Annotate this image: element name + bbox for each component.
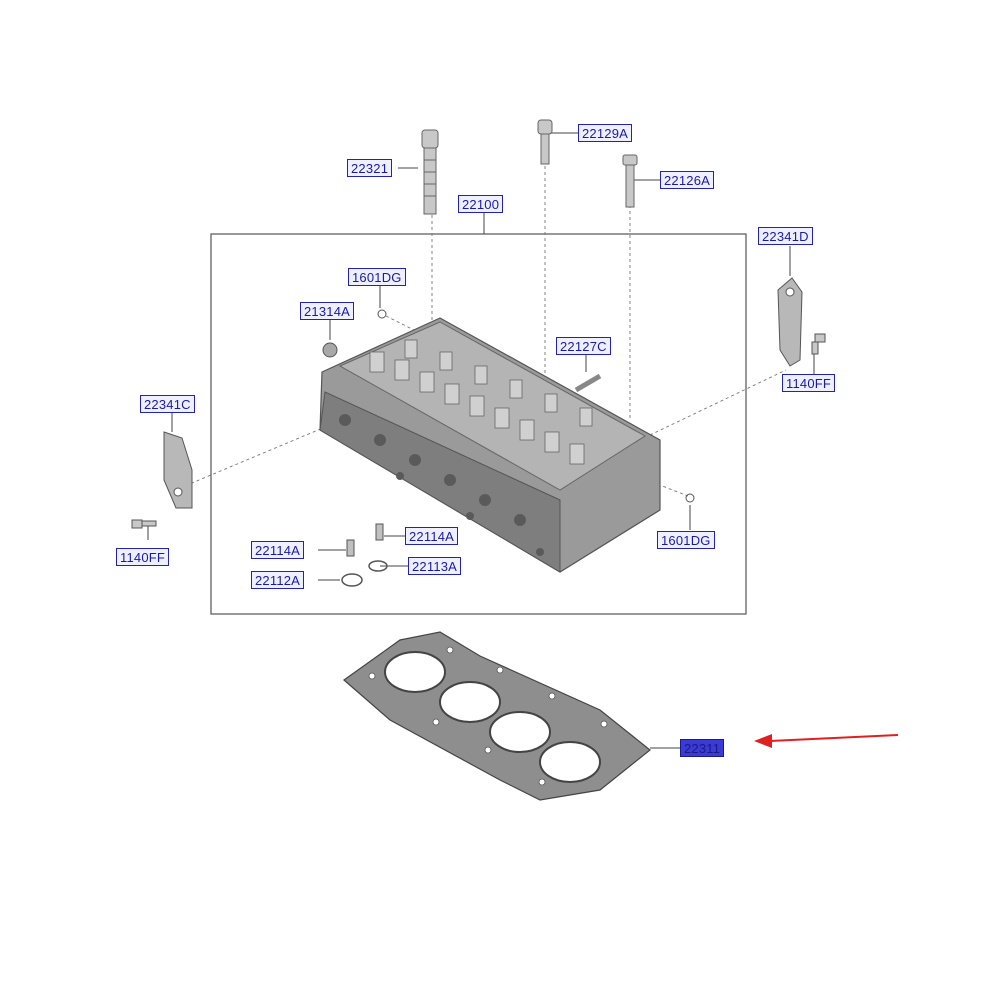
bolt-22129a bbox=[537, 119, 553, 165]
ring-1601dg-bottom bbox=[685, 493, 695, 503]
callout-1140ff-right[interactable]: 1140FF bbox=[782, 374, 836, 392]
callout-22100[interactable]: 22100 bbox=[458, 195, 504, 213]
dowel-22114a-right bbox=[375, 523, 384, 541]
callout-1601dg-bottom[interactable]: 1601DG bbox=[657, 531, 715, 549]
bolt-22321 bbox=[421, 129, 439, 215]
callout-1601dg-top[interactable]: 1601DG bbox=[348, 268, 406, 286]
bolt-1140ff-right bbox=[811, 333, 826, 355]
bracket-22341d bbox=[777, 277, 803, 367]
callout-1140ff-left[interactable]: 1140FF bbox=[116, 548, 170, 566]
callout-22114a-left[interactable]: 22114A bbox=[251, 541, 305, 559]
bracket-22341c bbox=[163, 431, 193, 509]
callout-22113a[interactable]: 22113A bbox=[408, 557, 462, 575]
callout-22341d[interactable]: 22341D bbox=[758, 227, 813, 245]
bolt-1140ff-left bbox=[131, 519, 157, 529]
cylinder-head bbox=[319, 317, 661, 573]
pointer-arrow bbox=[754, 734, 899, 748]
bolt-22126a bbox=[622, 154, 638, 208]
ring-22112a bbox=[341, 573, 363, 587]
callout-22114a-right[interactable]: 22114A bbox=[405, 527, 459, 545]
callout-22129a[interactable]: 22129A bbox=[578, 124, 633, 142]
plug-21314a bbox=[322, 342, 338, 358]
callout-22112a[interactable]: 22112A bbox=[251, 571, 305, 589]
dowel-22114a-left bbox=[346, 539, 355, 557]
head-gasket bbox=[343, 631, 651, 801]
ring-1601dg-top bbox=[377, 309, 387, 319]
callout-22341c[interactable]: 22341C bbox=[140, 395, 195, 413]
callout-22126a[interactable]: 22126A bbox=[660, 171, 715, 189]
pin-22127c bbox=[574, 373, 602, 393]
callout-22311[interactable]: 22311 bbox=[680, 739, 725, 757]
callout-22127c[interactable]: 22127C bbox=[556, 337, 611, 355]
ring-22113a bbox=[368, 560, 388, 572]
assembly-frame bbox=[210, 233, 747, 615]
callout-22321[interactable]: 22321 bbox=[347, 159, 393, 177]
callout-21314a[interactable]: 21314A bbox=[300, 302, 355, 320]
